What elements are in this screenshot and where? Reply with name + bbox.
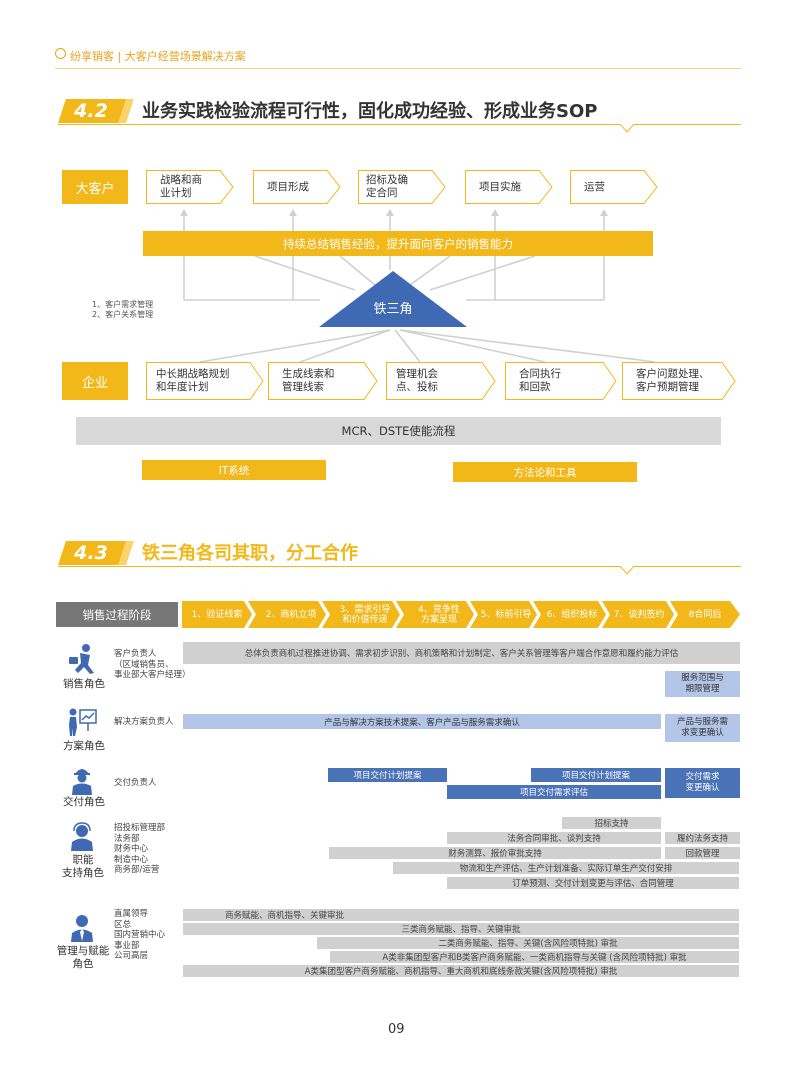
role-side-bar: 服务范围与 期限管理 — [665, 671, 740, 697]
customer-step-label: 项目实施 — [479, 180, 521, 193]
role-bar: A类非集团型客户和B类客户商务赋能、一类商机指导与关键 (含风险项特批) 审批 — [330, 951, 739, 963]
manager-icon — [71, 915, 93, 942]
role-desc: 直属领导 区总 国内营销中心 事业部 公司高层 — [114, 909, 166, 961]
role-desc: 招投标管理部 法务部 财务中心 制造中心 商务部/运营 — [114, 823, 166, 875]
solution-icon — [69, 708, 97, 736]
iron-triangle-label: 铁三角 — [373, 302, 413, 317]
role-side-bar: 产品与服务需 求变更确认 — [665, 714, 740, 742]
sales-icon — [69, 644, 94, 674]
role-bar: 项目交付计划提案 — [531, 768, 661, 782]
enterprise-step-label: 合同执行 和回款 — [519, 368, 561, 393]
customer-step-label: 项目形成 — [267, 180, 309, 193]
methodology-bar: 方法论和工具 — [453, 462, 637, 482]
customer-step-label: 招标及确 定合同 — [366, 174, 408, 199]
enterprise-step-4: 合同执行 和回款 — [505, 362, 617, 400]
underline-notch — [620, 566, 635, 575]
role-bar: 总体负责商机过程推进协调、需求初步识别、商机策略和计划制定、客户关系管理等客户端… — [183, 642, 740, 664]
role-bar: 二类商务赋能、指导、关键(含风险项特批) 审批 — [317, 937, 739, 949]
section-number: 4.3 — [74, 542, 108, 564]
stage-item: 8合同后 — [688, 609, 722, 620]
customer-step-3: 招标及确 定合同 — [358, 170, 446, 204]
enterprise-step-1: 中长期战略规划 和年度计划 — [146, 362, 264, 400]
stage-item: 1、验证线索 — [191, 609, 243, 620]
role-bar: 三类商务赋能、指导、关键审批 — [183, 923, 739, 935]
section-number: 4.2 — [74, 100, 108, 122]
customer-step-label: 战略和商 业计划 — [160, 174, 202, 199]
flow-connectors — [180, 209, 656, 363]
big-customer-label: 大客户 — [62, 170, 128, 204]
role-name: 管理与赋能 角色 — [56, 945, 110, 970]
it-system-bar: IT系统 — [142, 460, 326, 480]
role-bar: 商务赋能、商机指导、关键审批 — [183, 909, 739, 921]
section-underline — [58, 566, 741, 567]
role-name: 交付角色 — [63, 796, 105, 808]
section-title: 业务实践检验流程可行性，固化成功经验、形成业务SOP — [142, 101, 598, 122]
role-bar: 项目交付计划提案 — [328, 768, 447, 782]
stage-item: 3、需求引导 和价值传递 — [339, 604, 391, 625]
brand-icon — [55, 48, 66, 59]
note-item: 2、客户关系管理 — [92, 310, 154, 319]
role-side-bar: 履约法务支持 — [665, 832, 740, 844]
stage-item: 7、谈判签约 — [613, 609, 665, 620]
role-name: 方案角色 — [63, 740, 105, 752]
role-bar: 项目交付需求评估 — [447, 785, 661, 799]
summary-bar: 持续总结销售经验，提升面向客户的销售能力 — [143, 231, 653, 256]
enterprise-label: 企业 — [62, 362, 128, 400]
header-title: 纷享销客 | 大客户经营场景解决方案 — [70, 50, 246, 63]
role-bar: 订单预测、交付计划变更与评估、合同管理 — [447, 877, 739, 889]
enterprise-step-5: 客户问题处理、 客户预期管理 — [622, 362, 736, 400]
page-number: 09 — [388, 1022, 405, 1037]
role-bar: 产品与解决方案技术提案、客户产品与服务需求确认 — [183, 714, 661, 729]
role-side-bar: 回款管理 — [665, 847, 740, 859]
customer-step-label: 运营 — [584, 180, 605, 193]
customer-step-1: 战略和商 业计划 — [146, 170, 234, 204]
section-underline — [58, 124, 741, 125]
mcr-bar: MCR、DSTE使能流程 — [76, 417, 721, 445]
role-desc: 交付负责人 — [114, 778, 157, 788]
stage-item: 2、商机立项 — [265, 609, 317, 620]
note-item: 1、客户需求管理 — [92, 300, 154, 309]
enterprise-step-label: 管理机会 点、投标 — [396, 368, 438, 393]
role-bar: 财务测算、报价审批支持 — [329, 847, 661, 859]
enterprise-step-label: 生成线索和 管理线索 — [282, 368, 335, 393]
enterprise-step-label: 客户问题处理、 客户预期管理 — [636, 368, 710, 393]
header-divider — [55, 68, 741, 69]
role-name: 职能 支持角色 — [62, 854, 104, 879]
role-desc: 解决方案负责人 — [114, 717, 174, 727]
role-bar: 法务合同审批、谈判支持 — [447, 832, 661, 844]
stage-item: 4、竞争性 方案呈现 — [418, 604, 460, 625]
role-side-bar: 交付需求 变更确认 — [665, 768, 740, 798]
role-bar: 招标支持 — [562, 817, 661, 829]
enterprise-step-2: 生成线索和 管理线索 — [268, 362, 378, 400]
role-bar: 物流和生产评估、生产计划准备、实际订单生产交付安排 — [393, 862, 739, 874]
section-title: 铁三角各司其职，分工合作 — [142, 543, 358, 564]
role-name: 销售角色 — [63, 678, 105, 690]
enterprise-step-3: 管理机会 点、投标 — [386, 362, 496, 400]
stage-chevrons — [182, 601, 740, 628]
enterprise-step-label: 中长期战略规划 和年度计划 — [156, 368, 230, 393]
iron-triangle-shape — [319, 271, 467, 327]
stage-item: 5、标前引导 — [480, 609, 532, 620]
customer-step-5: 运营 — [570, 170, 658, 204]
underline-notch — [620, 124, 635, 133]
stage-label: 销售过程阶段 — [56, 602, 178, 627]
role-bar: A类集团型客户商务赋能、商机指导、重大商机和底线条款关键(含风险项特批) 审批 — [183, 965, 739, 977]
role-desc: 客户负责人 （区域销售员、 事业部大客户经理） — [114, 649, 191, 680]
stage-item: 6、组织投标 — [546, 609, 598, 620]
customer-step-4: 项目实施 — [465, 170, 553, 204]
delivery-icon — [72, 769, 92, 795]
customer-step-2: 项目形成 — [253, 170, 341, 204]
notes-list: 1、客户需求管理 2、客户关系管理 — [92, 300, 153, 320]
support-icon — [71, 822, 93, 851]
